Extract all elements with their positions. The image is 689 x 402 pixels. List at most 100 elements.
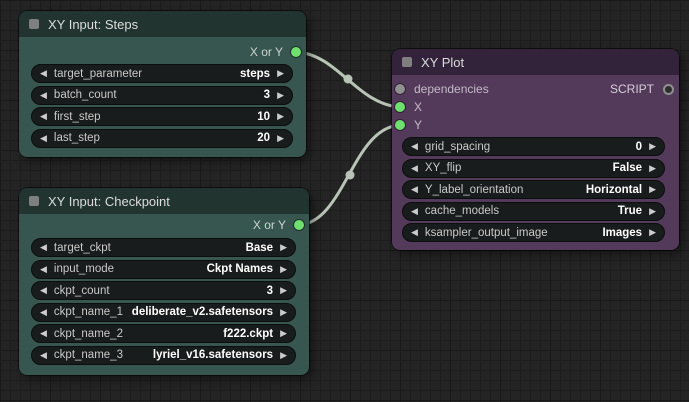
widget-value: 0 — [635, 140, 643, 153]
increment-arrow-icon[interactable]: ▶ — [280, 349, 287, 360]
increment-arrow-icon[interactable]: ▶ — [649, 141, 656, 151]
node-title-bar[interactable]: XY Input: Checkpoint — [19, 188, 309, 214]
widget-label: target_ckpt — [53, 241, 111, 254]
node-title-label: XY Input: Checkpoint — [48, 193, 170, 209]
widget-label: ckpt_name_2 — [53, 327, 123, 340]
widget-list: ◀ target_parameter steps ▶ ◀ batch_count… — [31, 64, 293, 150]
widget-value: 3 — [263, 89, 271, 101]
decrement-arrow-icon[interactable]: ◀ — [411, 162, 418, 173]
decrement-arrow-icon[interactable]: ◀ — [40, 68, 47, 78]
node-xy-input-steps[interactable]: XY Input: Steps X or Y ◀ target_paramete… — [19, 11, 306, 157]
increment-arrow-icon[interactable]: ▶ — [277, 111, 284, 121]
widget-ksampler-output-image[interactable]: ◀ ksampler_output_image Images ▶ — [402, 223, 665, 242]
widget-value: 20 — [257, 132, 271, 144]
widget-grid-spacing[interactable]: ◀ grid_spacing 0 ▶ — [402, 137, 665, 156]
widget-first-step[interactable]: ◀ first_step 10 ▶ — [31, 107, 293, 126]
widget-label: input_mode — [53, 263, 115, 275]
decrement-arrow-icon[interactable]: ◀ — [40, 242, 47, 252]
decrement-arrow-icon[interactable]: ◀ — [40, 263, 47, 274]
widget-value: steps — [240, 67, 271, 80]
widget-ckpt-name-1[interactable]: ◀ ckpt_name_1 deliberate_v2.safetensors … — [31, 302, 296, 322]
widget-label: ksampler_output_image — [424, 226, 548, 239]
output-slot-x-or-y: X or Y — [253, 215, 304, 235]
widget-input-mode[interactable]: ◀ input_mode Ckpt Names ▶ — [31, 259, 296, 279]
output-slot-label: X or Y — [249, 45, 283, 59]
widget-batch-count[interactable]: ◀ batch_count 3 ▶ — [31, 85, 293, 105]
output-slot-label: SCRIPT — [609, 82, 654, 96]
decrement-arrow-icon[interactable]: ◀ — [40, 111, 47, 121]
increment-arrow-icon[interactable]: ▶ — [277, 89, 284, 100]
node-xy-input-checkpoint[interactable]: XY Input: Checkpoint X or Y ◀ target_ckp… — [19, 188, 309, 375]
node-xy-plot[interactable]: XY Plot dependencies SCRIPT X Y ◀ grid_s… — [392, 49, 679, 250]
increment-arrow-icon[interactable]: ▶ — [649, 227, 656, 237]
output-slot-x-or-y: X or Y — [250, 42, 301, 62]
increment-arrow-icon[interactable]: ▶ — [280, 328, 287, 338]
node-title-bar[interactable]: XY Input: Steps — [19, 11, 306, 37]
wire-midpoint-dot — [343, 74, 353, 84]
increment-arrow-icon[interactable]: ▶ — [280, 242, 287, 252]
decrement-arrow-icon[interactable]: ◀ — [40, 306, 47, 317]
widget-label: ckpt_name_3 — [53, 349, 123, 361]
collapse-box-icon[interactable] — [29, 19, 39, 29]
widget-value: deliberate_v2.safetensors — [131, 306, 274, 318]
widget-label: Y_label_orientation — [424, 183, 524, 196]
widget-list: ◀ target_ckpt Base ▶ ◀ input_mode Ckpt N… — [31, 238, 296, 367]
input-dot[interactable] — [395, 84, 405, 94]
node-title-label: XY Input: Steps — [48, 16, 139, 32]
collapse-box-icon[interactable] — [402, 57, 412, 67]
increment-arrow-icon[interactable]: ▶ — [277, 132, 284, 143]
wire-midpoint-dot — [345, 170, 355, 180]
widget-value: 3 — [266, 284, 274, 297]
widget-label: target_parameter — [53, 67, 143, 80]
widget-last-step[interactable]: ◀ last_step 20 ▶ — [31, 128, 293, 148]
output-slot-label: X or Y — [252, 218, 286, 232]
widget-target-ckpt[interactable]: ◀ target_ckpt Base ▶ — [31, 238, 296, 257]
input-slot-label: X — [414, 100, 423, 114]
widget-ckpt-name-3[interactable]: ◀ ckpt_name_3 lyriel_v16.safetensors ▶ — [31, 345, 296, 365]
node-title-bar[interactable]: XY Plot — [392, 49, 679, 75]
decrement-arrow-icon[interactable]: ◀ — [411, 227, 418, 237]
decrement-arrow-icon[interactable]: ◀ — [411, 141, 418, 151]
widget-value: Images — [602, 226, 643, 239]
widget-label: ckpt_count — [53, 284, 110, 297]
widget-label: grid_spacing — [424, 140, 491, 153]
decrement-arrow-icon[interactable]: ◀ — [40, 89, 47, 100]
widget-label: cache_models — [424, 205, 500, 217]
widget-value: Horizontal — [585, 183, 643, 196]
increment-arrow-icon[interactable]: ▶ — [649, 162, 656, 173]
widget-label: ckpt_name_1 — [53, 306, 123, 318]
increment-arrow-icon[interactable]: ▶ — [280, 263, 287, 274]
decrement-arrow-icon[interactable]: ◀ — [411, 184, 418, 194]
widget-cache-models[interactable]: ◀ cache_models True ▶ — [402, 201, 665, 221]
decrement-arrow-icon[interactable]: ◀ — [40, 328, 47, 338]
input-dot[interactable] — [395, 102, 405, 112]
increment-arrow-icon[interactable]: ▶ — [280, 285, 287, 295]
decrement-arrow-icon[interactable]: ◀ — [40, 349, 47, 360]
widget-label: XY_flip — [424, 162, 462, 174]
decrement-arrow-icon[interactable]: ◀ — [40, 132, 47, 143]
widget-target-parameter[interactable]: ◀ target_parameter steps ▶ — [31, 64, 293, 83]
widget-label: batch_count — [53, 89, 117, 101]
slot-row-x-input: X — [395, 98, 422, 116]
decrement-arrow-icon[interactable]: ◀ — [411, 205, 418, 216]
increment-arrow-icon[interactable]: ▶ — [280, 306, 287, 317]
output-dot[interactable] — [291, 47, 301, 57]
increment-arrow-icon[interactable]: ▶ — [649, 184, 656, 194]
collapse-box-icon[interactable] — [29, 196, 39, 206]
widget-value: False — [612, 162, 643, 174]
widget-y-label-orientation[interactable]: ◀ Y_label_orientation Horizontal ▶ — [402, 180, 665, 199]
widget-ckpt-count[interactable]: ◀ ckpt_count 3 ▶ — [31, 281, 296, 300]
slot-row-y-input: Y — [395, 116, 422, 134]
decrement-arrow-icon[interactable]: ◀ — [40, 285, 47, 295]
increment-arrow-icon[interactable]: ▶ — [277, 68, 284, 78]
slot-row-dependencies-script: dependencies SCRIPT — [395, 80, 674, 98]
widget-value: 10 — [257, 110, 271, 123]
output-dot[interactable] — [663, 83, 674, 95]
widget-xy-flip[interactable]: ◀ XY_flip False ▶ — [402, 158, 665, 178]
input-dot[interactable] — [395, 120, 405, 130]
output-dot[interactable] — [294, 220, 304, 230]
increment-arrow-icon[interactable]: ▶ — [649, 205, 656, 216]
widget-ckpt-name-2[interactable]: ◀ ckpt_name_2 f222.ckpt ▶ — [31, 324, 296, 343]
